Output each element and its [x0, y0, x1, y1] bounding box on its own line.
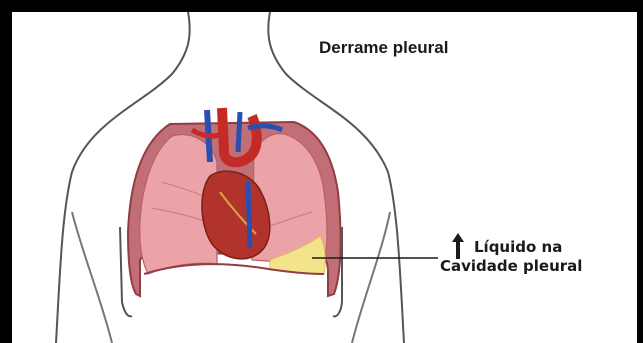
chest-illustration — [12, 12, 637, 343]
diagram-title: Derrame pleural — [319, 38, 448, 58]
fluid-label-line1: Líquido na — [440, 238, 582, 257]
diagram-canvas: Derrame pleural Líquido na Cavidade pleu… — [12, 12, 637, 343]
fluid-label-line2: Cavidade pleural — [440, 257, 582, 276]
vena-cava — [248, 182, 250, 248]
fluid-label: Líquido na Cavidade pleural — [440, 238, 582, 276]
